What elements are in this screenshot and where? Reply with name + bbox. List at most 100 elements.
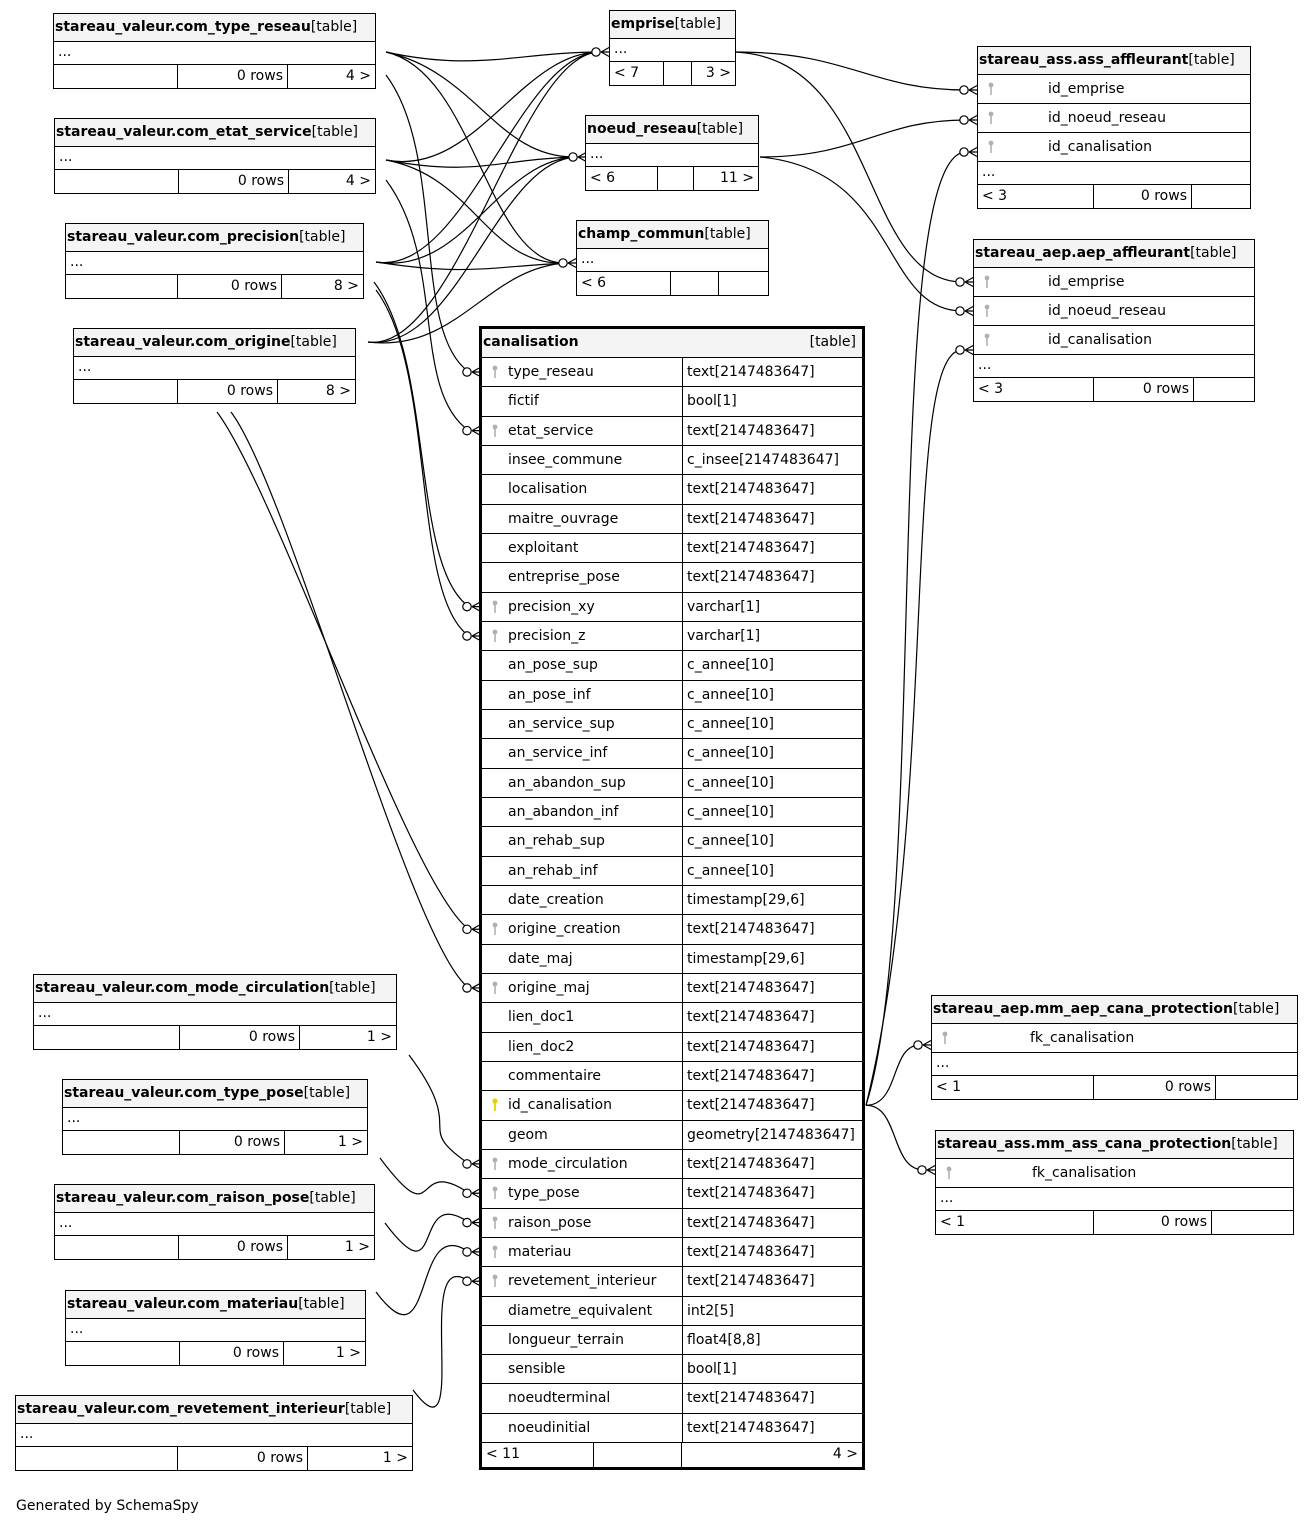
children-link[interactable]: 1 >	[344, 1239, 370, 1255]
column-row[interactable]: id_emprise	[974, 268, 1254, 297]
parents-link[interactable]	[66, 275, 178, 298]
parents-link[interactable]	[63, 1131, 180, 1154]
table-stareau-valeur-com-mode-circulation[interactable]: stareau_valeur.com_mode_circulation[tabl…	[33, 974, 397, 1050]
parents-link[interactable]: < 1	[936, 1211, 1094, 1234]
table-stareau-valeur-com-revetement-interieur[interactable]: stareau_valeur.com_revetement_interieur[…	[15, 1395, 413, 1471]
parents-link[interactable]: < 3	[978, 185, 1094, 208]
column-row[interactable]: id_emprise	[978, 75, 1250, 104]
table-stareau-valeur-com-precision[interactable]: stareau_valeur.com_precision[table]...0 …	[65, 223, 364, 299]
table-stareau-valeur-com-type-pose[interactable]: stareau_valeur.com_type_pose[table]...0 …	[62, 1079, 368, 1155]
parents-link[interactable]	[66, 1342, 180, 1365]
table-stareau-ass-mm-ass-cana-protection[interactable]: stareau_ass.mm_ass_cana_protection[table…	[935, 1130, 1294, 1235]
column-row[interactable]: id_noeud_reseau	[978, 104, 1250, 133]
parents-link[interactable]	[55, 170, 179, 193]
table-stareau-valeur-com-raison-pose[interactable]: stareau_valeur.com_raison_pose[table]...…	[54, 1184, 375, 1260]
table-name: stareau_valeur.com_materiau	[67, 1296, 299, 1312]
children-link[interactable]: 1 >	[366, 1029, 392, 1045]
parents-link[interactable]	[54, 65, 178, 88]
parents-link[interactable]	[74, 380, 178, 403]
parents-link[interactable]	[55, 1236, 179, 1259]
parents-link[interactable]: < 6	[586, 167, 658, 190]
children-link[interactable]: 11 >	[720, 170, 754, 186]
children-link[interactable]: 1 >	[382, 1450, 408, 1466]
table-stareau-ass-ass-affleurant[interactable]: stareau_ass.ass_affleurant[table]id_empr…	[977, 46, 1251, 209]
table-stareau-valeur-com-etat-service[interactable]: stareau_valeur.com_etat_service[table]..…	[54, 118, 376, 194]
table-stareau-aep-mm-aep-cana-protection[interactable]: stareau_aep.mm_aep_cana_protection[table…	[931, 995, 1298, 1100]
children-link[interactable]: 4 >	[345, 173, 371, 189]
parents-link[interactable]: < 7	[610, 62, 664, 85]
children-link[interactable]	[1216, 1076, 1297, 1099]
children-link[interactable]: 8 >	[325, 383, 351, 399]
table-stareau-valeur-com-origine[interactable]: stareau_valeur.com_origine[table]...0 ro…	[73, 328, 356, 404]
children-link[interactable]: 1 >	[337, 1134, 363, 1150]
table-stareau-aep-aep-affleurant[interactable]: stareau_aep.aep_affleurant[table]id_empr…	[973, 239, 1255, 402]
parents-link[interactable]: < 1	[932, 1076, 1094, 1099]
parents-link[interactable]: < 11	[482, 1443, 594, 1468]
parents-link[interactable]	[16, 1447, 178, 1470]
column-name-cell: sensible	[482, 1355, 682, 1383]
children-link[interactable]	[1192, 185, 1250, 208]
column-row[interactable]: id_noeud_reseau	[974, 297, 1254, 326]
children-link[interactable]	[1194, 378, 1254, 401]
children-link[interactable]: 4 >	[345, 68, 371, 84]
children-link[interactable]: 1 >	[335, 1345, 361, 1361]
column-name-cell: an_abandon_inf	[482, 798, 682, 826]
children-link[interactable]	[719, 272, 768, 295]
table-stareau-valeur-com-type-reseau[interactable]: stareau_valeur.com_type_reseau[table]...…	[53, 13, 376, 89]
parents-link[interactable]	[34, 1026, 180, 1049]
column-row[interactable]: fk_canalisation	[932, 1024, 1297, 1053]
column-row[interactable]: fk_canalisation	[936, 1159, 1293, 1188]
column-row[interactable]: id_canalisation	[978, 133, 1250, 162]
table-champ-commun[interactable]: champ_commun[table]...< 6	[576, 220, 769, 296]
children-link[interactable]: 8 >	[333, 278, 359, 294]
parents-link[interactable]: < 3	[974, 378, 1094, 401]
parents-link[interactable]: < 6	[577, 272, 671, 295]
children-link[interactable]: 4 >	[832, 1446, 858, 1463]
column-row[interactable]: id_canalisation	[974, 326, 1254, 355]
children-link[interactable]	[1212, 1211, 1293, 1234]
table-stareau-valeur-com-materiau[interactable]: stareau_valeur.com_materiau[table]...0 r…	[65, 1290, 366, 1366]
children-link[interactable]: 3 >	[705, 65, 731, 81]
column-name-cell: entreprise_pose	[482, 563, 682, 591]
